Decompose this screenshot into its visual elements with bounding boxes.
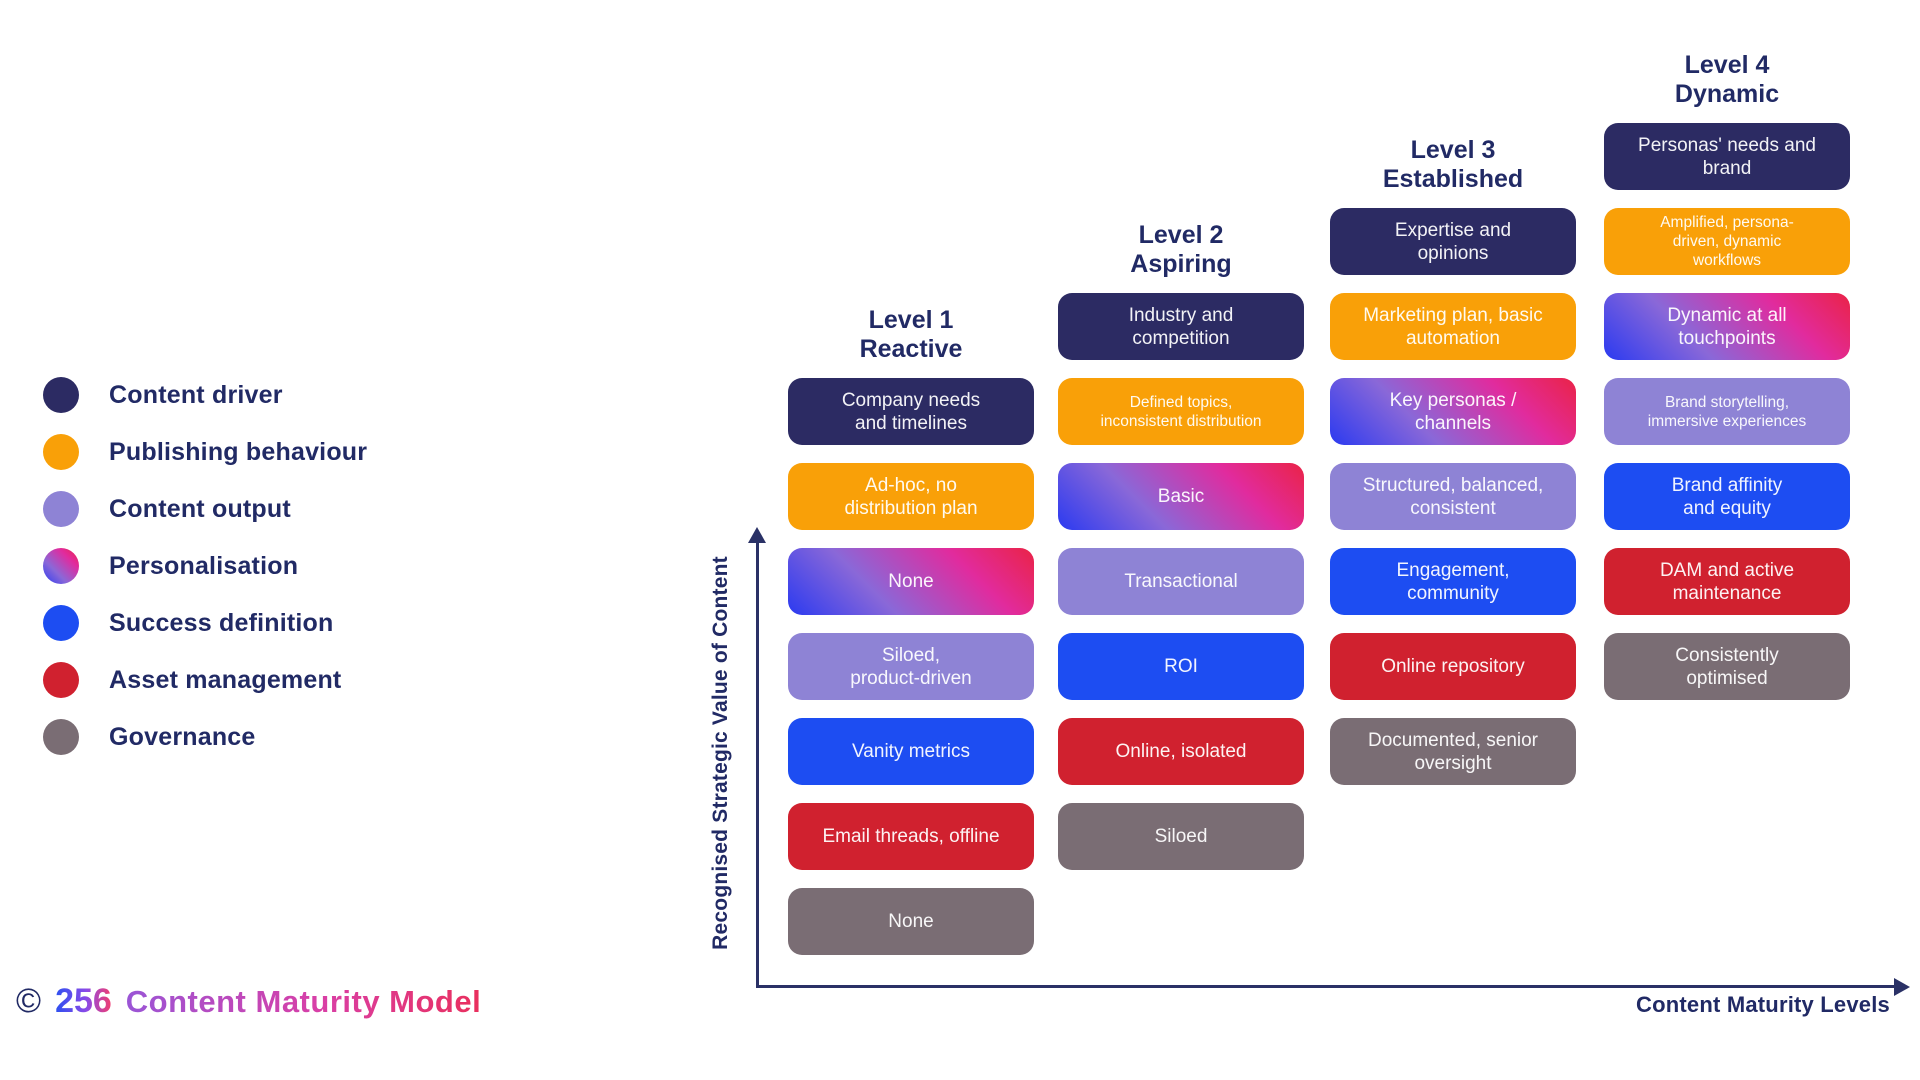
column-title-line2: Established [1382,165,1524,193]
legend-item-content-driver: Content driver [43,377,367,413]
x-axis-arrow-icon [1894,978,1910,996]
box-content-driver: Personas' needs and brand [1604,123,1850,190]
column-title-line1: Level 1 [868,306,954,334]
column-boxes: Expertise and opinions Marketing plan, b… [1330,208,1576,785]
legend-label: Asset management [109,665,342,694]
legend-label: Governance [109,722,256,751]
legend-item-governance: Governance [43,719,367,755]
box-personalisation: Key personas / channels [1330,378,1576,445]
legend-item-personalisation: Personalisation [43,548,367,584]
box-personalisation: Basic [1058,463,1304,530]
box-content-output: Siloed, product-driven [788,633,1034,700]
copyright-icon: © [16,982,42,1020]
box-asset-management: Online, isolated [1058,718,1304,785]
box-publishing-behaviour: Amplified, persona- driven, dynamic work… [1604,208,1850,275]
box-content-output: Transactional [1058,548,1304,615]
legend-dot-content-driver [43,377,79,413]
box-governance: None [788,888,1034,955]
column-title-line2: Aspiring [1130,250,1232,278]
box-success-definition: Brand affinity and equity [1604,463,1850,530]
legend-label: Personalisation [109,551,299,580]
box-success-definition: ROI [1058,633,1304,700]
footer-branding: © 256 Content Maturity Model [16,982,481,1021]
column-boxes: Industry and competition Defined topics,… [1058,293,1304,870]
x-axis-label: Content Maturity Levels [1636,992,1890,1017]
column-level-3: Level 3 Established Expertise and opinio… [1330,136,1576,785]
y-axis-line [756,542,759,988]
column-boxes: Personas' needs and brand Amplified, per… [1604,123,1850,700]
brand-256: 256 [55,982,112,1020]
column-header-level-1: Level 1 Reactive [788,306,1034,364]
box-governance: Siloed [1058,803,1304,870]
column-title-line1: Level 4 [1684,51,1770,79]
box-governance: Consistently optimised [1604,633,1850,700]
column-header-level-4: Level 4 Dynamic [1604,51,1850,109]
box-success-definition: Vanity metrics [788,718,1034,785]
box-content-output: Brand storytelling, immersive experience… [1604,378,1850,445]
column-level-2: Level 2 Aspiring Industry and competitio… [1058,221,1304,870]
column-level-4: Level 4 Dynamic Personas' needs and bran… [1604,51,1850,700]
legend-dot-content-output [43,491,79,527]
legend-item-publishing-behaviour: Publishing behaviour [43,434,367,470]
y-axis-arrow-icon [748,527,766,543]
box-asset-management: DAM and active maintenance [1604,548,1850,615]
column-header-level-2: Level 2 Aspiring [1058,221,1304,279]
box-content-driver: Company needs and timelines [788,378,1034,445]
y-axis-label: Recognised Strategic Value of Content [709,556,732,950]
box-content-driver: Industry and competition [1058,293,1304,360]
legend-item-success-definition: Success definition [43,605,367,641]
column-title-line2: Reactive [859,335,963,363]
legend-item-content-output: Content output [43,491,367,527]
box-content-output: Structured, balanced, consistent [1330,463,1576,530]
box-personalisation: None [788,548,1034,615]
box-publishing-behaviour: Defined topics, inconsistent distributio… [1058,378,1304,445]
box-governance: Documented, senior oversight [1330,718,1576,785]
legend-dot-success-definition [43,605,79,641]
column-boxes: Company needs and timelines Ad-hoc, no d… [788,378,1034,955]
legend-label: Content output [109,494,291,523]
box-asset-management: Online repository [1330,633,1576,700]
legend-label: Publishing behaviour [109,437,368,466]
legend-dot-governance [43,719,79,755]
legend-label: Success definition [109,608,334,637]
legend-dot-personalisation [43,548,79,584]
box-asset-management: Email threads, offline [788,803,1034,870]
box-content-driver: Expertise and opinions [1330,208,1576,275]
column-header-level-3: Level 3 Established [1330,136,1576,194]
box-personalisation: Dynamic at all touchpoints [1604,293,1850,360]
legend-label: Content driver [109,380,283,409]
column-title-line1: Level 3 [1410,136,1496,164]
box-success-definition: Engagement, community [1330,548,1576,615]
legend-dot-publishing-behaviour [43,434,79,470]
column-title-line1: Level 2 [1138,221,1224,249]
x-axis-line [756,985,1896,988]
column-title-line2: Dynamic [1674,80,1780,108]
legend: Content driver Publishing behaviour Cont… [43,377,367,755]
diagram-title: Content Maturity Model [125,984,482,1019]
legend-dot-asset-management [43,662,79,698]
box-publishing-behaviour: Ad-hoc, no distribution plan [788,463,1034,530]
column-level-1: Level 1 Reactive Company needs and timel… [788,306,1034,955]
box-publishing-behaviour: Marketing plan, basic automation [1330,293,1576,360]
legend-item-asset-management: Asset management [43,662,367,698]
